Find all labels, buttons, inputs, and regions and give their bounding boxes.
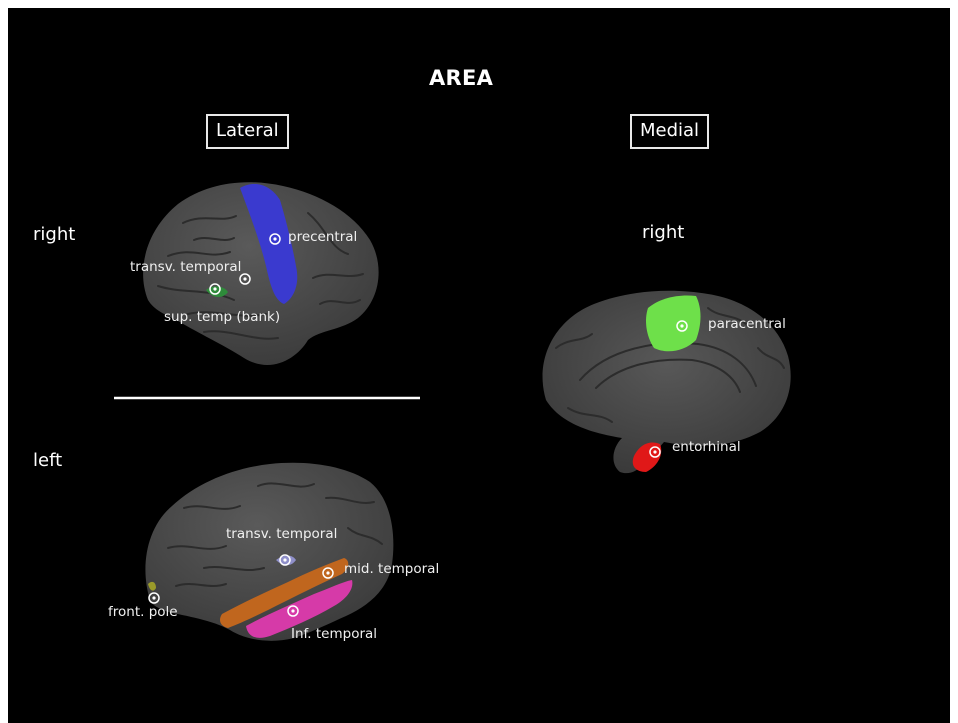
lateral-view-label: Lateral [206, 114, 289, 149]
left-lateral-brain [145, 463, 393, 641]
medial-view-label: Medial [630, 114, 709, 149]
mid-temporal-label: mid. temporal [344, 561, 439, 577]
sup-temp-bank-label: sup. temp (bank) [164, 309, 280, 325]
paracentral-region [646, 296, 701, 352]
figure-canvas: AREA Lateral Medial right left right pre… [8, 8, 950, 723]
left-lateral-cortex [145, 463, 393, 641]
lateral-right-label: right [33, 224, 75, 245]
medial-right-label: right [642, 222, 684, 243]
lateral-left-label: left [33, 450, 62, 471]
transv-temporal-right-label: transv. temporal [130, 259, 241, 275]
figure-title: AREA [429, 66, 493, 90]
paracentral-label: paracentral [708, 316, 786, 332]
transv-temporal-left-label: transv. temporal [226, 526, 337, 542]
precentral-label: precentral [288, 229, 357, 245]
front-pole-label: front. pole [108, 604, 178, 620]
entorhinal-label: entorhinal [672, 439, 741, 455]
inf-temporal-label: Inf. temporal [291, 626, 377, 642]
